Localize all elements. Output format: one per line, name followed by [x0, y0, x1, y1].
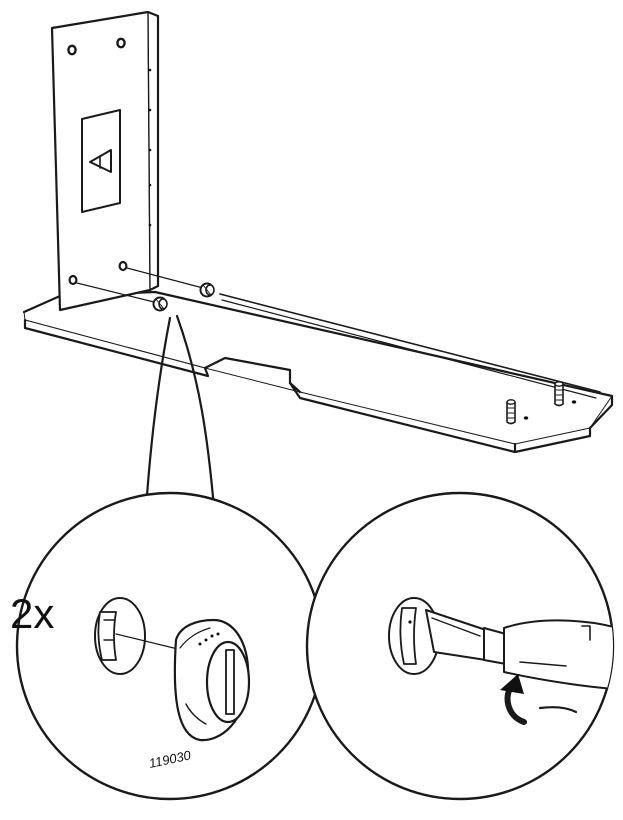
screwdriver-icon — [425, 609, 613, 691]
cam-lock-fittings — [152, 282, 215, 312]
base-board — [22, 290, 614, 454]
detail-circle-insert: 2x 119030 — [10, 491, 325, 801]
wood-dowels — [506, 381, 564, 425]
quantity-label: 2x — [10, 590, 54, 637]
rotate-arrow-icon — [500, 674, 578, 725]
panel-edge-holes — [148, 68, 152, 227]
cam-lock-icon — [173, 618, 251, 742]
detail-circle-tighten — [305, 491, 615, 801]
side-panel — [50, 10, 160, 312]
warning-triangle-icon — [89, 149, 112, 173]
callout-balloon — [144, 314, 216, 512]
